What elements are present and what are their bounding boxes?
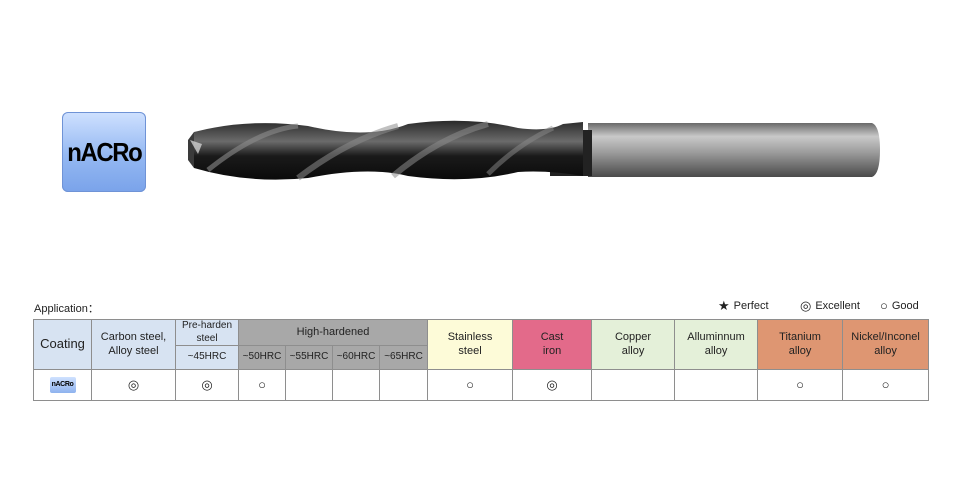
header-carbon-steel: Carbon steel,Alloy steel (91, 319, 176, 370)
cell-aluminum (674, 369, 759, 401)
drill-shank (588, 123, 880, 177)
legend-label: Excellent (815, 299, 860, 312)
star-icon: ★ (718, 298, 730, 313)
double-circle-icon: ◎ (800, 298, 812, 313)
legend-good: ○ Good (880, 299, 919, 312)
drill-image (188, 120, 880, 181)
header-high-hardened: High-hardened (237, 319, 429, 346)
header-60hrc: ~60HRC (332, 345, 380, 370)
application-table: Coating Carbon steel,Alloy steel Pre-har… (33, 319, 930, 401)
cell-nickel: ○ (842, 369, 930, 401)
logo-text: nACRo (66, 136, 143, 167)
cell-50hrc: ○ (238, 369, 286, 401)
cell-60hrc (332, 369, 380, 401)
cell-stainless: ○ (427, 369, 514, 401)
legend-label: Good (891, 299, 919, 312)
cell-pre-harden: ◎ (175, 369, 239, 401)
cell-cast-iron: ◎ (512, 369, 593, 401)
header-65hrc: ~65HRC (378, 345, 429, 370)
cell-65hrc (378, 369, 429, 401)
cell-carbon-steel: ◎ (91, 369, 176, 401)
table-row: nACRo ◎ ◎ ○ ○ ◎ ○ ○ (33, 369, 930, 401)
application-label: Application： (34, 303, 99, 315)
legend-excellent: ◎ Excellent (800, 299, 860, 312)
nacro-mini-badge: nACRo (49, 377, 76, 393)
header-coating: Coating (33, 319, 92, 370)
legend-label: Perfect (733, 299, 769, 312)
header-45hrc: ~45HRC (175, 345, 239, 370)
legend-perfect: ★ Perfect (718, 299, 769, 312)
cell-copper (591, 369, 676, 401)
cell-55hrc (285, 369, 333, 401)
drill-flutes (194, 120, 583, 180)
header-50hrc: ~50HRC (238, 345, 286, 370)
cell-coating: nACRo (33, 369, 92, 401)
cell-titanium: ○ (757, 369, 844, 401)
nacro-logo-badge: nACRo (62, 112, 146, 192)
header-55hrc: ~55HRC (285, 345, 333, 370)
circle-icon: ○ (880, 298, 888, 313)
